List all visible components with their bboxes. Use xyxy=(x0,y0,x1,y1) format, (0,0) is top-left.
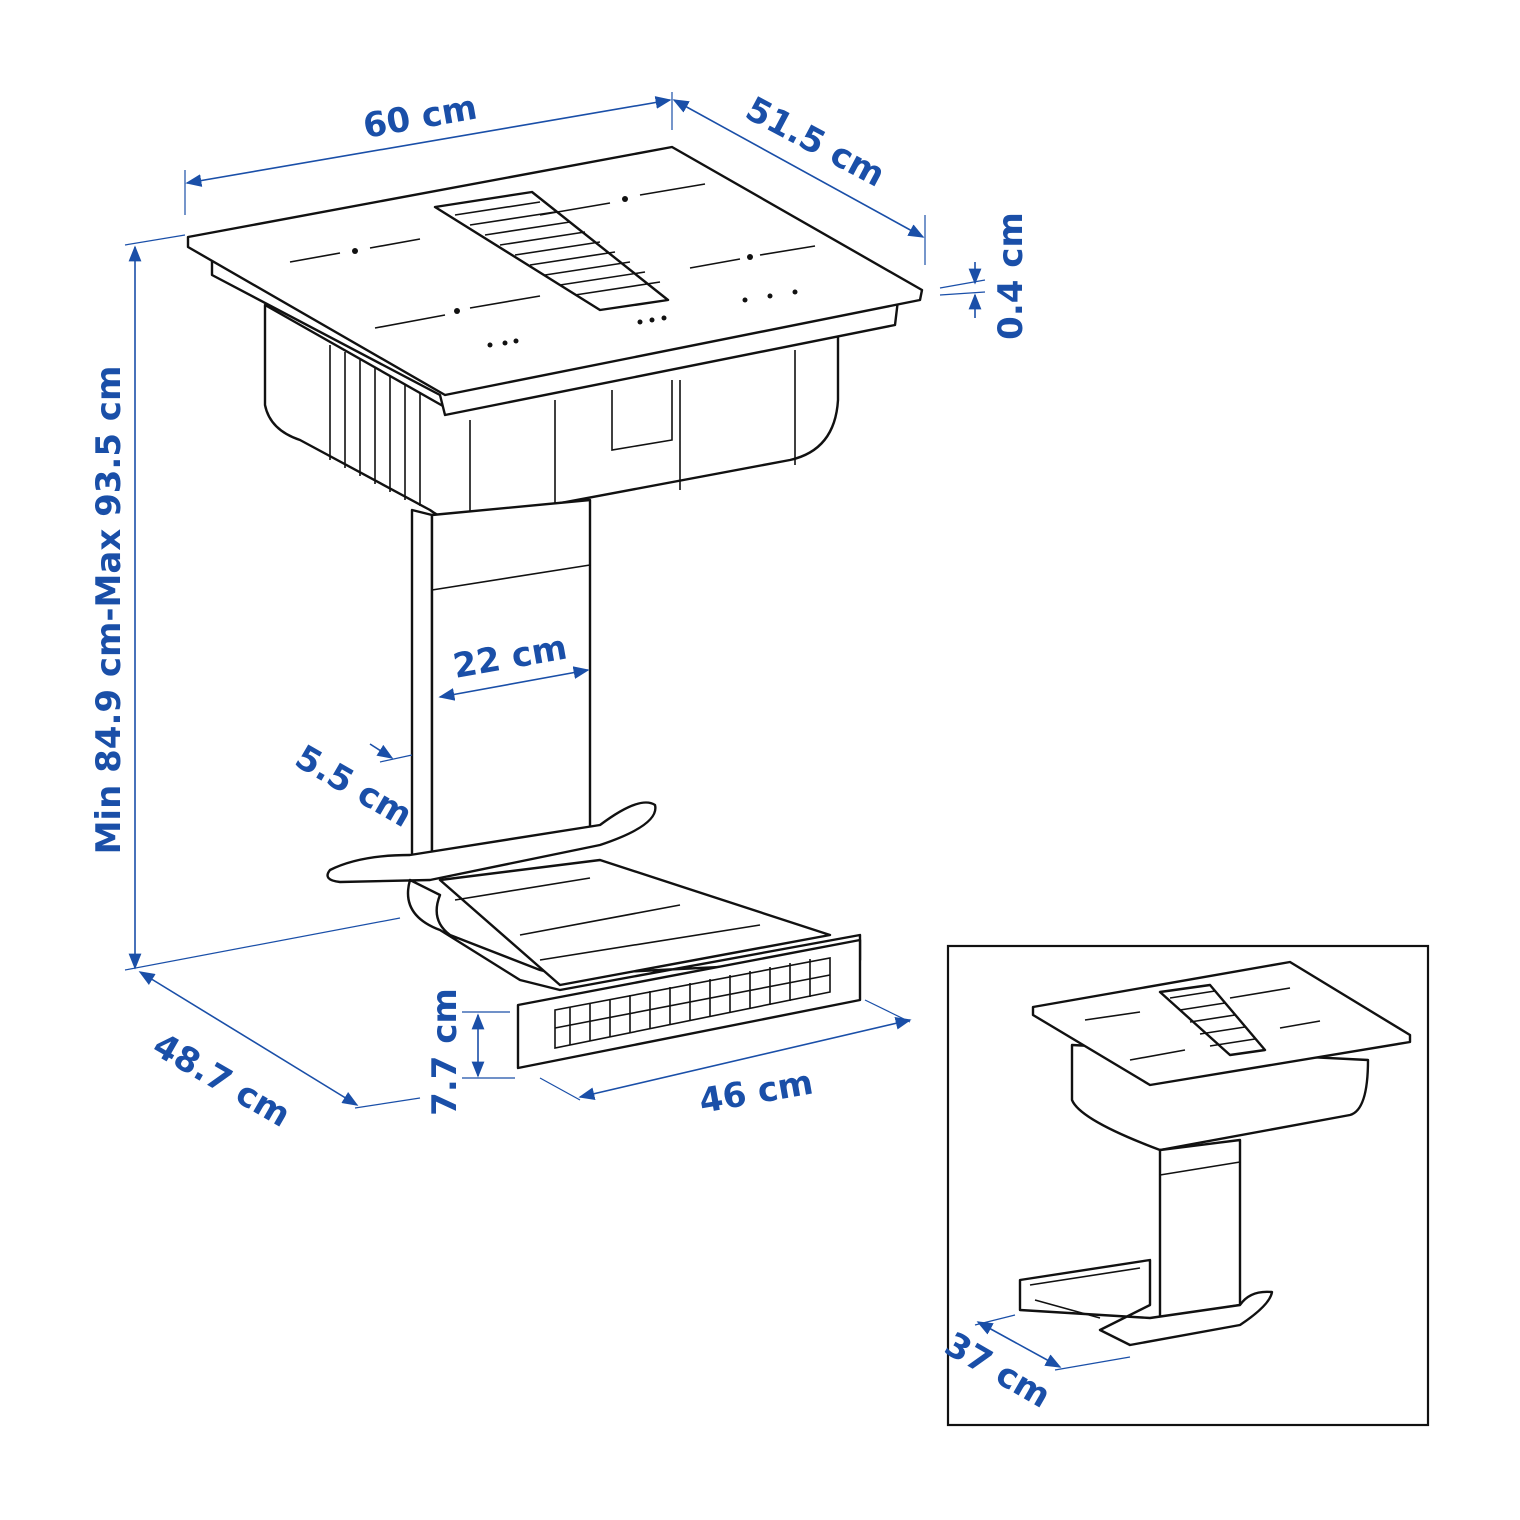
dimension-lines xyxy=(124,92,986,1109)
filter-width-label: 46 cm xyxy=(696,1063,816,1122)
duct-depth-label: 5.5 cm xyxy=(288,737,419,835)
width-label: 60 cm xyxy=(360,88,480,147)
filter-height-label: 7.7 cm xyxy=(425,988,465,1116)
inset-view: 37 cm xyxy=(938,944,1430,1427)
mounting-bracket xyxy=(326,801,657,884)
glass-thickness-label: 0.4 cm xyxy=(991,212,1031,340)
cooktop-drawing xyxy=(186,145,924,1070)
base-depth-label: 48.7 cm xyxy=(146,1025,297,1135)
vent-grille-side xyxy=(329,345,421,506)
height-label: Min 84.9 cm-Max 93.5 cm xyxy=(89,366,129,855)
duct-side xyxy=(410,508,434,867)
base-top xyxy=(438,858,832,987)
depth-label: 51.5 cm xyxy=(739,89,891,195)
